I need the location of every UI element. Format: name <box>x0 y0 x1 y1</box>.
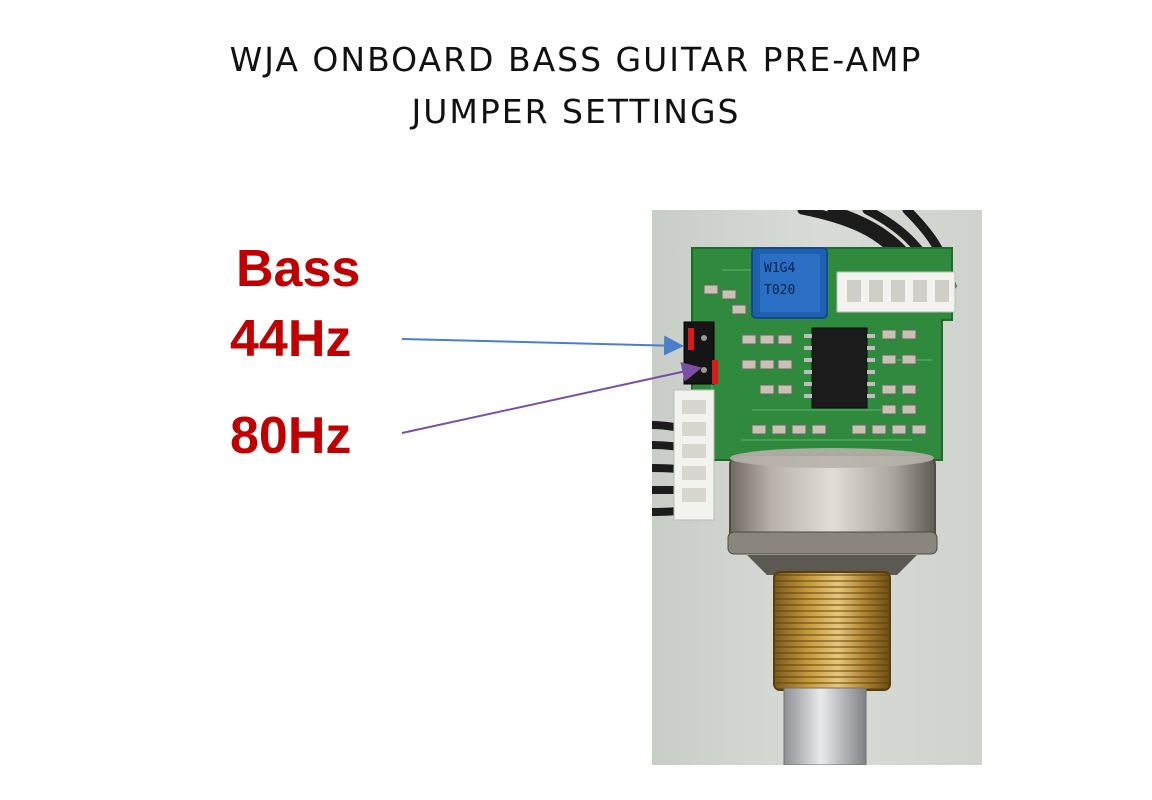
left-connector <box>673 389 715 521</box>
page-title: WJA ONBOARD BASS GUITAR PRE-AMP JUMPER S… <box>0 34 1152 138</box>
jumper-80hz-marker <box>712 360 718 384</box>
smd-components <box>703 284 927 435</box>
potentiometer-shaft <box>783 687 867 765</box>
preamp-board-photo: W1G4 T020 <box>652 210 982 765</box>
title-line-2: JUMPER SETTINGS <box>411 92 741 131</box>
trimmer-text-1: W1G4 <box>764 261 795 276</box>
80hz-label: 80Hz <box>230 407 352 465</box>
ic-chip <box>804 327 875 409</box>
title-line-1: WJA ONBOARD BASS GUITAR PRE-AMP <box>229 40 923 79</box>
arrow-44hz <box>401 335 684 356</box>
blue-trimmer: W1G4 T020 <box>751 247 828 319</box>
trimmer-text-2: T020 <box>764 283 795 298</box>
potentiometer <box>727 448 938 575</box>
bass-label: Bass <box>236 240 361 298</box>
44hz-label: 44Hz <box>230 310 352 368</box>
jumper-44hz-marker <box>688 328 694 350</box>
brass-bushing <box>773 571 891 691</box>
top-connector <box>836 271 956 313</box>
jumper-header <box>683 321 718 385</box>
